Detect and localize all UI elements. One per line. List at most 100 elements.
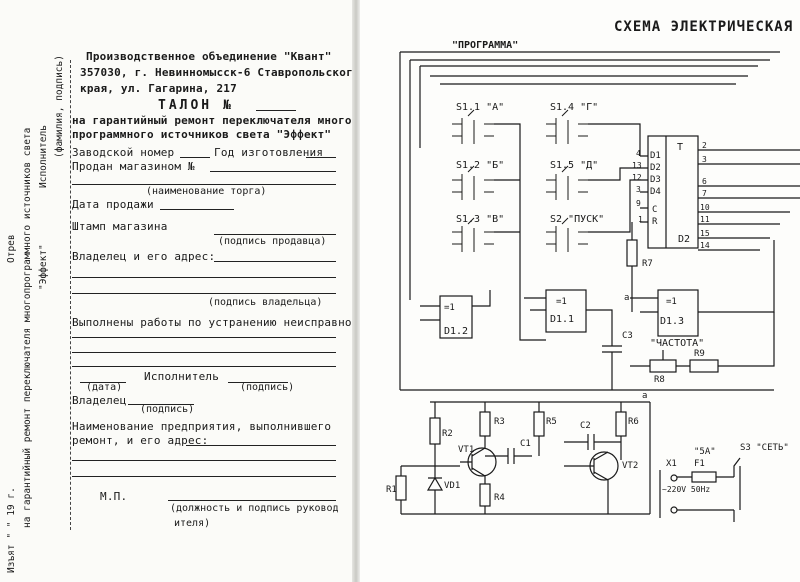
sale-date-label: Дата продажи <box>72 198 154 211</box>
stub-signature-hint: (фамилия, подпись) <box>54 55 65 158</box>
chip-d2-t: T <box>677 142 683 153</box>
chip-d2-in-2: D2 <box>650 163 661 173</box>
svg-text:R8: R8 <box>654 375 665 385</box>
stamp-place-label: М.П. <box>100 490 128 503</box>
sold-by-label: Продан магазином № <box>72 160 195 173</box>
bottom-bus-wire <box>399 316 774 391</box>
switch-bus-wires <box>494 123 641 300</box>
owner2-sign-field <box>128 404 194 405</box>
svg-text:R6: R6 <box>628 417 639 427</box>
svg-text:S1.1 "А": S1.1 "А" <box>456 102 504 113</box>
svg-text:=1: =1 <box>556 297 567 307</box>
svg-text:~220V 50Hz: ~220V 50Hz <box>662 485 710 494</box>
svg-text:VD1: VD1 <box>444 481 460 491</box>
gate-d1-2: =1 D1.2 <box>420 290 491 339</box>
stub-cut-line <box>70 60 71 530</box>
d2-output-wires <box>640 149 800 251</box>
circuit-diagram: СХЕМА ЭЛЕКТРИЧЕСКАЯ "ПРОГРАММА" S1.1 "А"… <box>386 19 800 522</box>
enterprise-label-1: Наименование предприятия, выполнившего <box>72 420 332 433</box>
chip-d2-out-3: 3 <box>702 155 707 164</box>
coupon-purpose-1: на гарантийный ремонт переключателя мног… <box>72 114 359 127</box>
work-done-field-1 <box>72 337 336 338</box>
svg-text:D1.3: D1.3 <box>660 316 684 327</box>
seller-sign-hint: (подпись продавца) <box>218 236 327 247</box>
supply-node-a: a <box>642 391 647 401</box>
owner-field <box>214 261 336 262</box>
svg-text:D1.2: D1.2 <box>444 326 468 337</box>
resistor-r4: R4 <box>479 483 505 514</box>
gate-d1-3: =1 D1.3 a <box>624 240 775 337</box>
factory-number-field <box>180 157 210 158</box>
capacitor-c1: C1 <box>485 439 532 464</box>
svg-text:F1: F1 <box>694 459 705 469</box>
svg-text:VT1: VT1 <box>458 445 474 455</box>
svg-text:R4: R4 <box>494 493 505 503</box>
switch-s1-2: S1.2 "Б" <box>452 160 504 200</box>
mains-switch-s3: S3 "СЕТЬ" <box>733 443 789 522</box>
enterprise-label-2: ремонт, и его адрес: <box>72 434 209 447</box>
svg-text:X1: X1 <box>666 459 677 469</box>
schematic-title: СХЕМА ЭЛЕКТРИЧЕСКАЯ <box>614 19 793 35</box>
transistor-vt2: VT2 <box>564 451 638 500</box>
owner-sign-hint: (подпись владельца) <box>208 297 323 308</box>
coupon-number-line <box>256 110 296 111</box>
trade-name-field <box>72 184 336 185</box>
bus-wires-top <box>399 51 780 316</box>
svg-text:C1: C1 <box>520 439 531 449</box>
executor-date-hint: (дата) <box>86 382 123 393</box>
gate-d1-1: =1 D1.1 <box>519 289 613 341</box>
chip-d2-counter: T D2 D1 D2 D3 D4 C R 4 13 12 3 9 1 2 3 6… <box>632 135 710 250</box>
svg-text:D1.1: D1.1 <box>550 314 574 325</box>
org-address-2: края, ул. Гагарина, 217 <box>80 82 237 95</box>
frequency-label: "ЧАСТОТА" <box>650 338 704 349</box>
resistor-r7: R7 <box>626 222 653 286</box>
svg-text:=1: =1 <box>666 297 677 307</box>
resistor-r6: R6 <box>615 402 639 460</box>
owner-field-2 <box>72 277 336 278</box>
work-done-field-2 <box>72 352 336 353</box>
seller-sign-field <box>214 234 336 235</box>
svg-text:R5: R5 <box>546 417 557 427</box>
resistor-r1: R1 <box>386 465 460 514</box>
chip-d2-out-11: 11 <box>700 215 710 224</box>
svg-text:S1.3 "В": S1.3 "В" <box>456 214 504 225</box>
chip-d2-pin-9: 9 <box>636 199 641 208</box>
potentiometer-r8: R8 <box>630 350 690 385</box>
warranty-coupon-page: Изъят " " 19 г. Отрев на гарантийный рем… <box>0 0 386 582</box>
svg-text:C3: C3 <box>622 331 633 341</box>
chip-d2-pin-4: 4 <box>636 149 641 158</box>
enterprise-field-3 <box>72 476 336 477</box>
stub-cut-line-label: Отрев <box>6 234 17 263</box>
chip-d2-out-7: 7 <box>702 189 707 198</box>
owner2-label: Владелец <box>72 394 127 407</box>
switch-s1-1: S1.1 "А" <box>452 102 504 144</box>
chip-d2-in-3: D3 <box>650 175 661 185</box>
svg-text:S3 "СЕТЬ": S3 "СЕТЬ" <box>740 443 789 453</box>
svg-text:=1: =1 <box>444 303 455 313</box>
resistor-r3: R3 <box>479 402 505 448</box>
svg-text:S1.5 "Д": S1.5 "Д" <box>550 160 598 171</box>
chip-d2-out-2: 2 <box>702 141 707 150</box>
org-address-1: 357030, г. Невинномысск-6 Ставропольског… <box>80 66 360 79</box>
executor-label: Исполнитель <box>144 370 220 383</box>
coupon-stub: Изъят " " 19 г. Отрев на гарантийный рем… <box>4 55 70 578</box>
switch-s1-5: S1.5 "Д" <box>546 160 598 200</box>
work-done-label: Выполнены работы по устранению неисправн… <box>72 316 386 329</box>
page-fold <box>352 0 360 582</box>
resistor-r5: R5 <box>533 402 557 456</box>
svg-text:R1: R1 <box>386 485 397 495</box>
ground-rail <box>401 402 651 515</box>
enterprise-field-1 <box>186 445 336 446</box>
switch-s1-3: S1.3 "В" <box>452 214 504 252</box>
svg-text:S2 "ПУСК": S2 "ПУСК" <box>550 214 604 225</box>
chip-d2-out-14: 14 <box>700 241 710 250</box>
chip-d2-out-10: 10 <box>700 203 710 212</box>
owner2-sign-hint: (подпись) <box>140 404 195 415</box>
fuse-f1: "5A" F1 <box>677 447 734 511</box>
trade-name-hint: (наименование торга) <box>146 186 267 197</box>
capacitor-c3: C3 <box>602 331 633 370</box>
svg-text:R2: R2 <box>442 429 453 439</box>
stub-executor: Исполнитель <box>38 125 49 188</box>
sold-by-field <box>210 171 336 172</box>
